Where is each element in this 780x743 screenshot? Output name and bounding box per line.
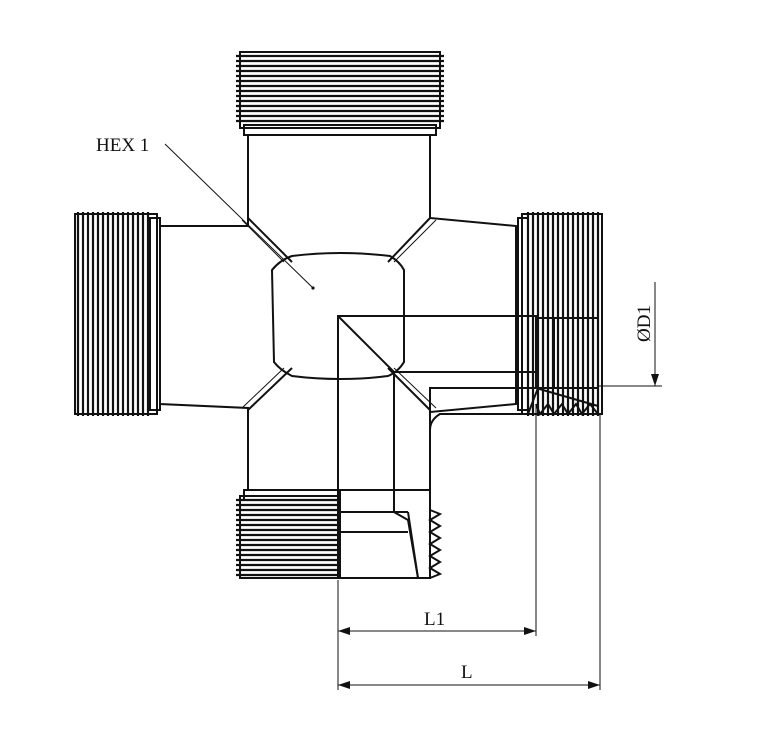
section-cutaway [337,315,599,579]
l1-label: L1 [424,609,445,630]
dim-d1: ØD1 [598,282,662,387]
bottom-thread [236,489,341,579]
right-thread [517,212,603,416]
hex-leader: HEX 1 [96,135,314,289]
dim-l: L [338,414,601,690]
top-thread [236,51,444,136]
hex-label: HEX 1 [96,135,149,156]
l-label: L [461,662,473,683]
left-thread [74,212,161,416]
dim-l1: L1 [337,404,537,690]
d1-label: ØD1 [634,305,655,342]
